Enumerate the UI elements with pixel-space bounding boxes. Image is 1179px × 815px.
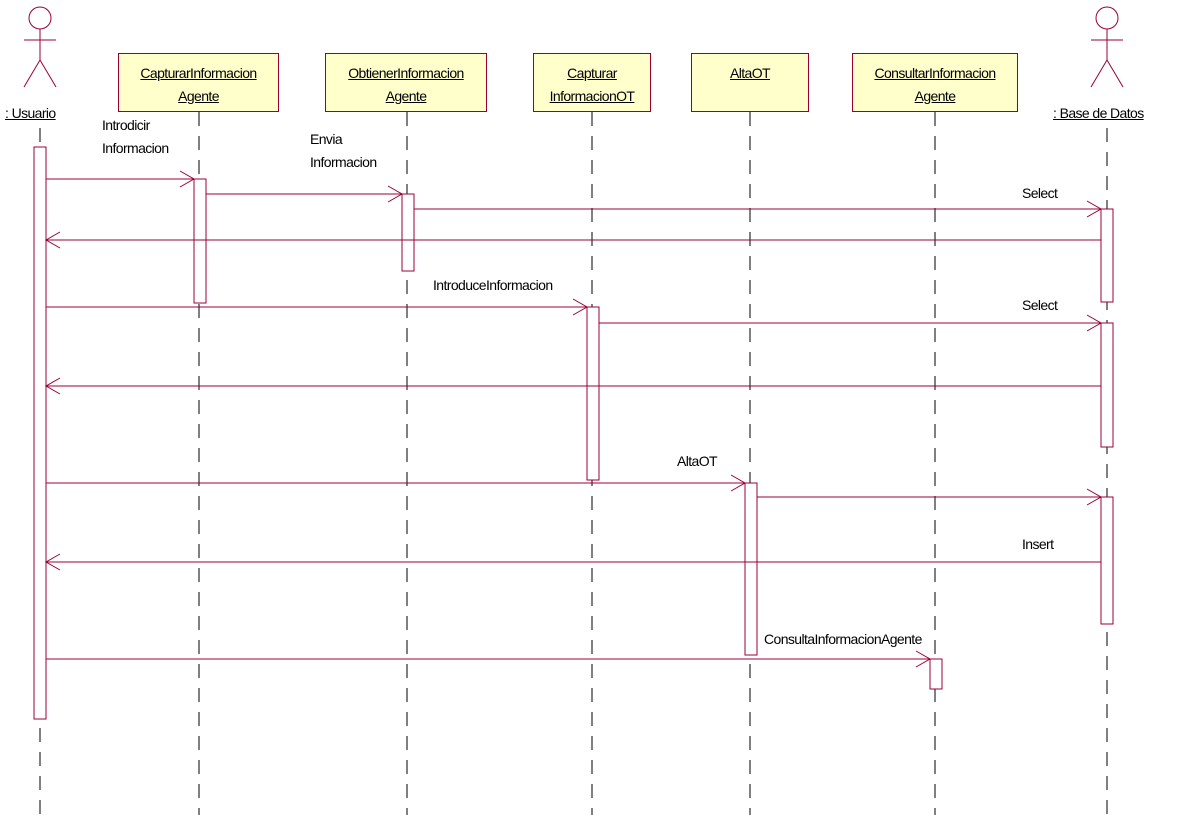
arrowhead-6 <box>1086 314 1103 332</box>
arrowhead-2 <box>387 185 404 203</box>
activation-usuario <box>33 146 47 720</box>
object-label-line2: InformacionOT <box>549 88 635 104</box>
activation-alta-ot <box>744 482 758 656</box>
object-label-line1: AltaOT <box>730 65 771 81</box>
actor-bd-figure <box>1090 6 1124 88</box>
message-label-6: Select <box>1022 297 1058 313</box>
object-label-line1: CapturarInformacion <box>140 65 257 81</box>
object-label-line2: Agente <box>385 88 427 104</box>
activation-captura-ot <box>586 306 600 481</box>
message-label-8: AltaOT <box>677 453 718 469</box>
arrowhead-3 <box>1086 200 1103 218</box>
message-label-10: Insert <box>1022 536 1054 552</box>
object-label-line1: ConsultarInformacion <box>874 65 996 81</box>
object-obtiene-agente[interactable]: ObtienerInformacion Agente <box>325 53 487 112</box>
message-label-11: ConsultaInformacionAgente <box>764 631 922 647</box>
activation-bd-1 <box>1100 208 1114 303</box>
arrowhead-9 <box>1086 488 1103 506</box>
message-label-3: Select <box>1022 185 1058 201</box>
actor-usuario-figure <box>23 6 57 88</box>
message-label-1: Introdicir Informacion <box>102 117 169 156</box>
arrowhead-8 <box>730 474 747 492</box>
arrowhead-4 <box>44 231 61 249</box>
arrowhead-7 <box>44 377 61 395</box>
message-label-2: Envia Informacion <box>310 131 377 170</box>
arrowhead-1 <box>179 170 196 188</box>
object-consultar-agente[interactable]: ConsultarInformacion Agente <box>852 53 1018 112</box>
actor-bd-name[interactable]: : Base de Datos <box>1053 105 1144 121</box>
object-captura-agente[interactable]: CapturarInformacion Agente <box>118 53 279 112</box>
object-alta-ot[interactable]: AltaOT <box>691 53 809 112</box>
arrowhead-5 <box>572 298 589 316</box>
object-label-line1: Capturar <box>567 65 617 81</box>
message-label-5: IntroduceInformacion <box>433 277 553 293</box>
arrowhead-10 <box>44 553 61 571</box>
activation-consultar-agente <box>929 658 943 690</box>
actor-usuario-name[interactable]: : Usuario <box>5 105 56 121</box>
object-label-line2: Agente <box>178 88 219 104</box>
activation-bd-3 <box>1100 496 1114 625</box>
activation-captura-agente <box>193 178 207 304</box>
object-label-line2: Agente <box>914 88 956 104</box>
arrowhead-11 <box>915 650 932 668</box>
object-captura-ot[interactable]: Capturar InformacionOT <box>533 53 651 112</box>
activation-obtiene-agente <box>401 193 415 272</box>
activation-bd-2 <box>1100 322 1114 448</box>
object-label-line1: ObtienerInformacion <box>348 65 464 81</box>
